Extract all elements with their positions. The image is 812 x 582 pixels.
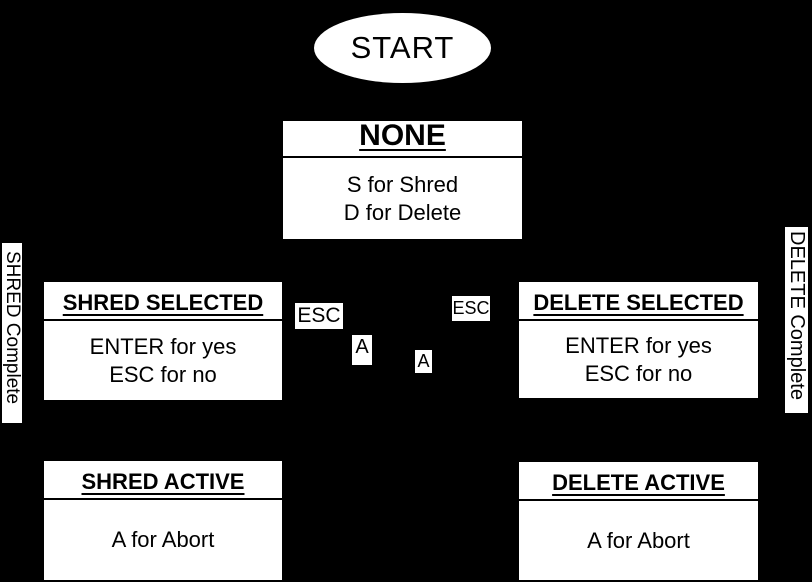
state-delete-active-body: A for Abort	[519, 501, 758, 580]
state-body-line: ESC for no	[584, 360, 693, 386]
edge-label-esc-right: ESC	[452, 296, 490, 321]
state-body-line: D for Delete	[343, 199, 462, 225]
state-delete-selected-body: ENTER for yes ESC for no	[519, 321, 758, 398]
edge-label-esc-left: ESC	[295, 303, 343, 329]
side-label-text: DELETE Complete	[786, 231, 808, 400]
state-body-line: S for Shred	[346, 171, 459, 197]
state-delete-active: DELETE ACTIVE A for Abort	[519, 462, 758, 580]
state-none-header: NONE	[283, 121, 522, 158]
state-delete-selected: DELETE SELECTED ENTER for yes ESC for no	[519, 282, 758, 398]
state-title: SHRED SELECTED	[62, 290, 264, 315]
state-none-body: S for Shred D for Delete	[283, 158, 522, 239]
side-label-text: SHRED Complete	[2, 251, 22, 405]
state-shred-selected-body: ENTER for yes ESC for no	[44, 321, 282, 400]
state-shred-selected: SHRED SELECTED ENTER for yes ESC for no	[44, 282, 282, 400]
state-body-line: A for Abort	[587, 527, 690, 553]
start-label: START	[350, 30, 455, 65]
edge-label-a-left: A	[352, 335, 372, 365]
state-shred-active-header: SHRED ACTIVE	[44, 461, 282, 500]
state-body-line: ENTER for yes	[89, 333, 237, 359]
side-label-shred-complete: SHRED Complete	[2, 243, 22, 423]
start-node: START	[314, 13, 491, 83]
edge-label-a-right: A	[415, 350, 432, 373]
state-title: DELETE ACTIVE	[552, 470, 725, 495]
state-body-line: ENTER for yes	[565, 332, 712, 358]
state-title: DELETE SELECTED	[533, 290, 744, 315]
state-title: NONE	[359, 119, 446, 152]
state-shred-active: SHRED ACTIVE A for Abort	[44, 461, 282, 580]
state-body-line: ESC for no	[109, 361, 217, 387]
state-none: NONE S for Shred D for Delete	[283, 121, 522, 239]
side-label-delete-complete: DELETE Complete	[785, 227, 808, 413]
state-shred-selected-header: SHRED SELECTED	[44, 282, 282, 321]
state-body-line: A for Abort	[111, 527, 215, 552]
state-title: SHRED ACTIVE	[81, 469, 245, 494]
state-delete-active-header: DELETE ACTIVE	[519, 462, 758, 501]
state-shred-active-body: A for Abort	[44, 500, 282, 580]
state-delete-selected-header: DELETE SELECTED	[519, 282, 758, 321]
